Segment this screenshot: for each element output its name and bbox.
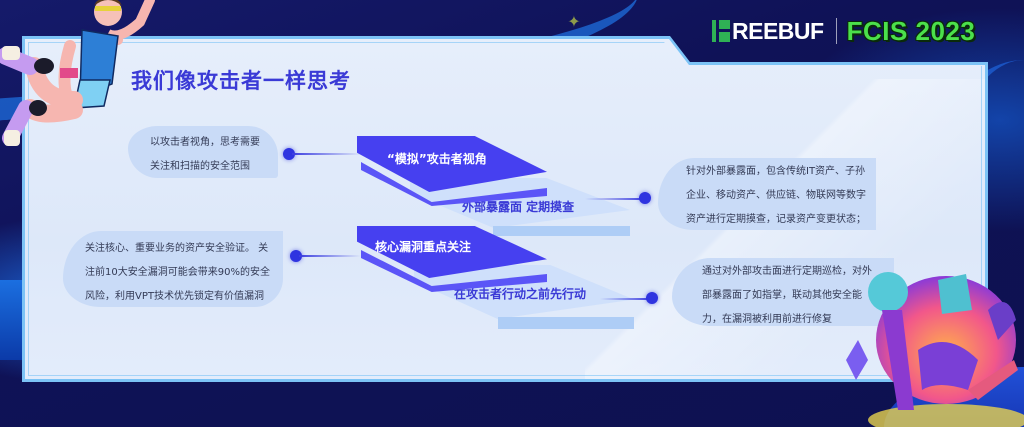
step-3-description: 关注核心、重要业务的资产安全验证。 关 注前10大安全漏洞可能会带来90%的安全… (63, 231, 283, 307)
step-2-description: 针对外部暴露面，包含传统IT资产、子孙 企业、移动资产、供应链、物联网等数字 资… (658, 158, 876, 230)
description-line: 针对外部暴露面，包含传统IT资产、子孙 (686, 166, 866, 177)
connector-line (585, 198, 645, 200)
connector-dot (639, 192, 651, 204)
description-line: 企业、移动资产、供应链、物联网等数字 (686, 190, 866, 201)
connector-line (600, 298, 650, 300)
step-4-description: 通过对外部攻击面进行定期巡检，对外 部暴露面了如指掌，联动其他安全能 力，在漏洞… (672, 258, 894, 326)
description-line: 资产进行定期摸查，记录资产变更状态； (686, 214, 866, 225)
jumping-athlete-illustration (0, 0, 165, 150)
step-1-plate: “模拟”攻击者视角 (357, 136, 547, 206)
connector-line (292, 153, 362, 155)
connector-dot (290, 250, 302, 262)
dancing-crowd-illustration (838, 270, 1024, 427)
event-logo: REEBUF FCIS 2023 (712, 16, 975, 46)
plate-label: 核心漏洞重点关注 (375, 240, 472, 254)
brand-name: REEBUF (732, 17, 824, 44)
description-line: 关注和扫描的安全范围 (150, 161, 250, 172)
description-line: 力，在漏洞被利用前进行修复 (702, 314, 832, 325)
logo-divider (835, 18, 837, 44)
connector-dot (283, 148, 295, 160)
description-line: 关注核心、重要业务的资产安全验证。 关 (85, 243, 269, 254)
step-1-description: 以攻击者视角，思考需要 关注和扫描的安全范围 (128, 126, 278, 178)
plate-label: 在攻击者行动之前先行动 (454, 287, 587, 301)
event-name: FCIS 2023 (846, 15, 976, 46)
description-line: 以攻击者视角，思考需要 (150, 137, 260, 148)
description-line: 风险，利用VPT技术优先锁定有价值漏洞 (85, 291, 264, 302)
description-line: 注前10大安全漏洞可能会带来90%的安全 (85, 267, 270, 278)
description-line: 部暴露面了如指掌，联动其他安全能 (702, 290, 862, 301)
description-line: 通过对外部攻击面进行定期巡检，对外 (702, 266, 872, 277)
step-3-plate: 核心漏洞重点关注 (357, 226, 547, 292)
plate-label: “模拟”攻击者视角 (387, 152, 487, 166)
freebuf-logo-icon (712, 20, 730, 42)
plate-label: 外部暴露面 定期摸查 (462, 200, 575, 214)
connector-dot (646, 292, 658, 304)
connector-line (299, 255, 361, 257)
sparkle-icon: ✦ (567, 12, 581, 31)
page-title: 我们像攻击者一样思考 (131, 69, 351, 93)
